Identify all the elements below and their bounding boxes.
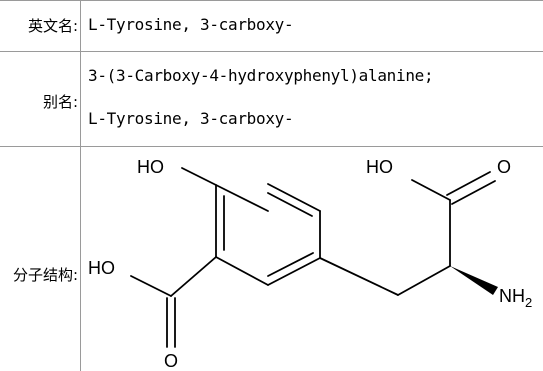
row-divider [0, 146, 543, 147]
ring-double-bond [267, 252, 314, 277]
synonyms-label: 别名: [42, 93, 78, 111]
wedge-bond [450, 266, 498, 295]
acid-oh-bond [411, 179, 451, 201]
ring-double-bond [267, 192, 313, 217]
atom-label-ho: HO [88, 258, 115, 278]
structure-label: 分子结构: [12, 266, 78, 284]
atom-label-o: O [497, 157, 511, 177]
atom-label-nh2: NH2 [499, 286, 532, 310]
row-divider [0, 51, 543, 52]
english-name-label: 英文名: [27, 17, 78, 35]
acid-double-bond [451, 180, 496, 205]
table-border-top [0, 0, 543, 1]
carboxyl-oh-bond [130, 275, 172, 297]
synonym-1: 3-(3-Carboxy-4-hydroxyphenyl)alanine; [88, 66, 434, 85]
atom-label-ho: HO [137, 157, 164, 177]
atom-label-ho: HO [366, 157, 393, 177]
english-name-value: L-Tyrosine, 3-carboxy- [88, 15, 294, 34]
acid-double-bond [446, 171, 491, 196]
ring-bond [267, 257, 321, 286]
column-divider [80, 0, 81, 371]
ring-bond [267, 183, 321, 212]
ring-bond [215, 256, 269, 286]
molecular-structure-diagram: HO HO O HO O NH2 [88, 157, 532, 371]
oh-bond [181, 167, 217, 186]
ring-bond [215, 184, 269, 212]
alpha-carbon-bond [397, 265, 451, 296]
carboxyl-bond [170, 256, 217, 297]
atom-label-o: O [164, 351, 178, 371]
ch2-bond [319, 257, 399, 296]
synonym-2: L-Tyrosine, 3-carboxy- [88, 109, 294, 128]
